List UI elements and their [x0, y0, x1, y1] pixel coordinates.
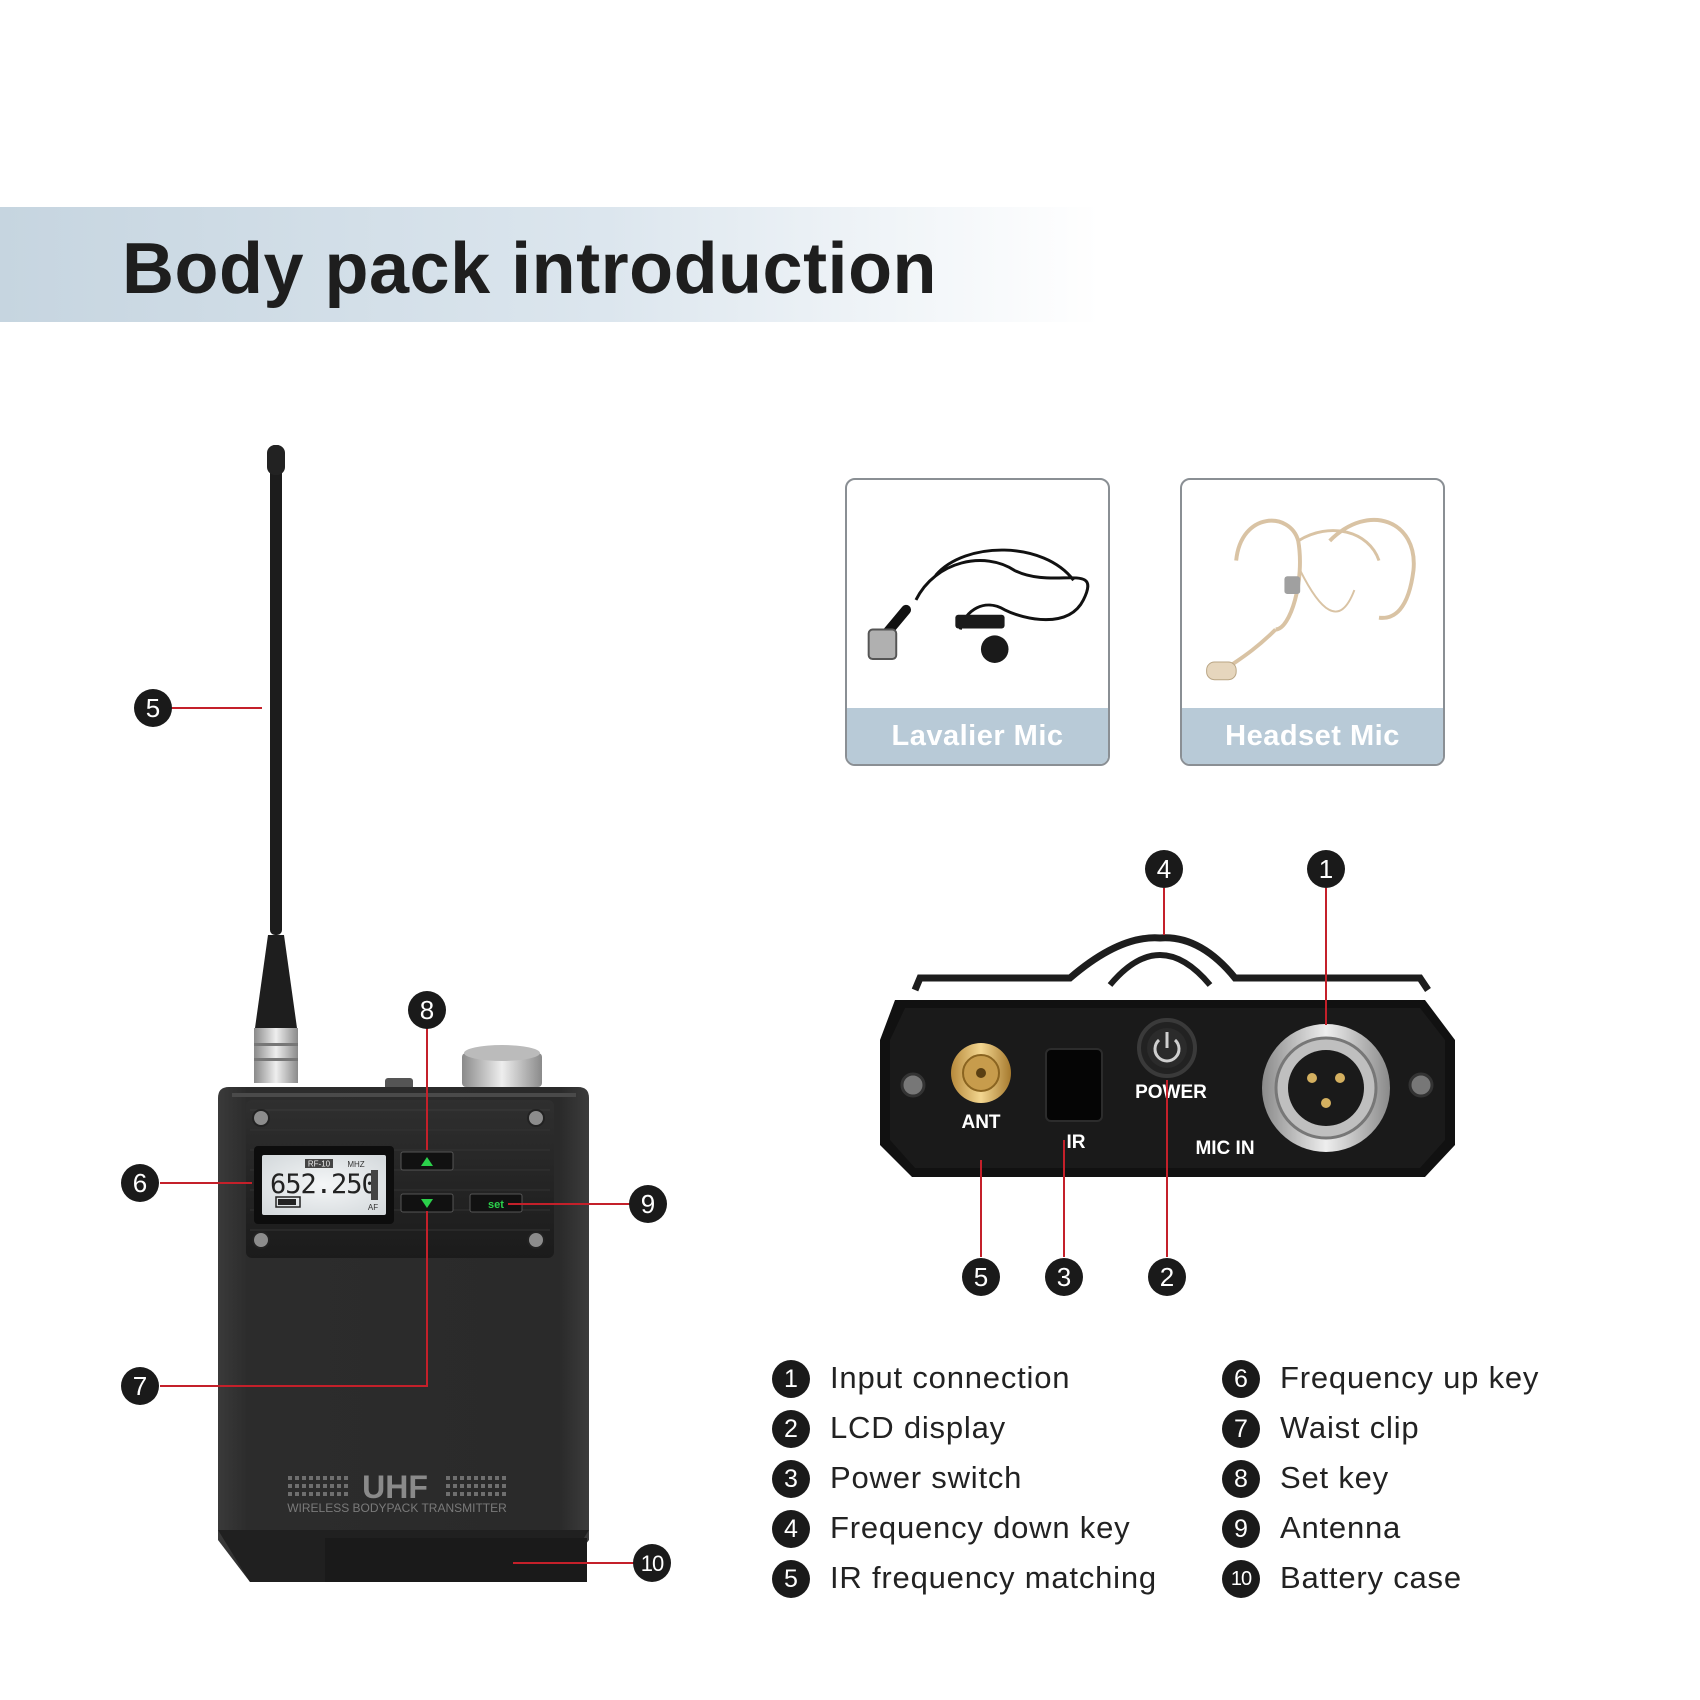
power-label: POWER: [1135, 1082, 1207, 1103]
lavalier-mic-label: Lavalier Mic: [847, 708, 1108, 764]
legend-number: 4: [772, 1510, 810, 1548]
legend-number: 9: [1222, 1510, 1260, 1548]
lavalier-mic-card: Lavalier Mic: [845, 478, 1110, 766]
legend-text: Input connection: [830, 1358, 1070, 1398]
svg-text:9: 9: [641, 1189, 655, 1219]
legend-text: Frequency down key: [830, 1508, 1130, 1548]
antenna-whip: [270, 445, 282, 935]
legend-text: IR frequency matching: [830, 1558, 1157, 1598]
ant-label: ANT: [961, 1112, 1000, 1133]
bodypack-transmitter: RF-10 MHZ 652.250 AF set UHF WIRELESS BO…: [218, 445, 589, 1582]
antenna-tip: [267, 445, 285, 475]
svg-text:8: 8: [420, 995, 434, 1025]
headset-mic-label: Headset Mic: [1182, 708, 1443, 764]
legend-text: Antenna: [1280, 1508, 1401, 1548]
ir-window: [1046, 1049, 1102, 1121]
headset-mic-image: [1182, 480, 1443, 712]
lavalier-mic-image: [847, 480, 1108, 712]
svg-text:1: 1: [1319, 854, 1333, 884]
legend-text: Frequency up key: [1280, 1358, 1539, 1398]
svg-text:2: 2: [1160, 1262, 1174, 1292]
legend-number: 5: [772, 1560, 810, 1598]
lcd-af: AF: [368, 1203, 378, 1212]
legend-number: 3: [772, 1460, 810, 1498]
legend-text: Power switch: [830, 1458, 1022, 1498]
side-screw-right: [1410, 1074, 1432, 1096]
lcd-rf: RF-10: [308, 1160, 331, 1169]
svg-text:6: 6: [133, 1168, 147, 1198]
svg-text:4: 4: [1157, 854, 1171, 884]
lcd-frequency: 652.250: [270, 1169, 377, 1200]
legend-number: 10: [1222, 1560, 1260, 1598]
legend-number: 8: [1222, 1460, 1260, 1498]
lcd-unit: MHZ: [347, 1160, 364, 1169]
legend-number: 7: [1222, 1410, 1260, 1448]
svg-text:10: 10: [641, 1551, 664, 1576]
legend-number: 6: [1222, 1360, 1260, 1398]
antenna-connector: [254, 1028, 298, 1083]
svg-text:5: 5: [974, 1262, 988, 1292]
legend-text: Set key: [1280, 1458, 1389, 1498]
antenna-base: [255, 935, 297, 1028]
legend-text: Battery case: [1280, 1558, 1462, 1598]
svg-text:5: 5: [146, 693, 160, 723]
svg-text:7: 7: [133, 1371, 147, 1401]
mic-in-label: MIC IN: [1195, 1138, 1254, 1159]
waist-clip-wire: [915, 938, 1428, 990]
legend-text: LCD display: [830, 1408, 1006, 1448]
legend-text: Waist clip: [1280, 1408, 1419, 1448]
set-key-label: set: [488, 1199, 504, 1211]
legend-number: 2: [772, 1410, 810, 1448]
svg-text:3: 3: [1057, 1262, 1071, 1292]
legend-number: 1: [772, 1360, 810, 1398]
ir-label: IR: [1067, 1132, 1086, 1153]
side-screw-left: [902, 1074, 924, 1096]
subtitle-text: WIRELESS BODYPACK TRANSMITTER: [287, 1501, 507, 1515]
headset-mic-card: Headset Mic: [1180, 478, 1445, 766]
brand-text: UHF: [362, 1469, 428, 1505]
